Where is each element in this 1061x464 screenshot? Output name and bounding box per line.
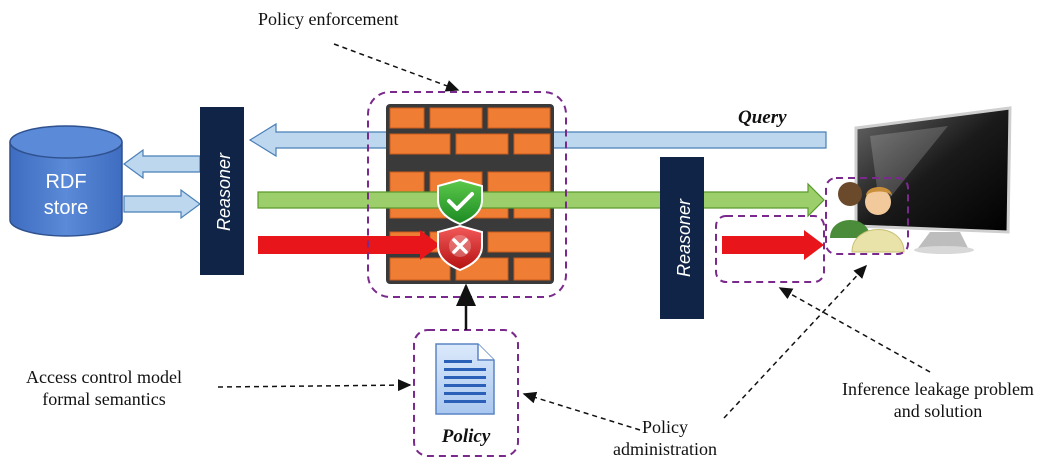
leak-arrow — [722, 230, 824, 260]
reasoner-left: Reasoner — [200, 107, 244, 275]
access-control-pointer — [217, 379, 412, 392]
check-shield-icon — [437, 178, 483, 226]
inference-leakage-box — [715, 215, 825, 283]
users-box — [825, 177, 909, 255]
inference-line-2: and solution — [893, 401, 983, 421]
rdf-reasoner-arrows — [122, 148, 202, 220]
inference-leakage-label: Inference leakage problem and solution — [822, 378, 1054, 422]
access-control-label: Access control model formal semantics — [8, 366, 200, 410]
access-control-line-2: formal semantics — [42, 389, 166, 409]
policy-document-icon — [435, 343, 495, 415]
policy-document-label: Policy — [441, 426, 491, 447]
reasoner-right: Reasoner — [660, 157, 704, 319]
rdf-store: RDF store — [9, 125, 123, 237]
denied-arrow — [258, 230, 440, 260]
users-icon — [830, 182, 905, 253]
rdf-store-label-1: RDF — [45, 171, 86, 193]
policy-admin-to-users-pointer — [723, 264, 868, 419]
query-label: Query — [738, 107, 787, 128]
deny-shield-icon — [437, 224, 483, 272]
rdf-store-label-2: store — [44, 197, 88, 219]
access-control-line-1: Access control model — [26, 367, 182, 387]
inference-line-1: Inference leakage problem — [842, 379, 1034, 399]
reasoner-right-label: Reasoner — [674, 198, 694, 277]
policy-admin-pointer — [522, 391, 641, 431]
policy-admin-line-1: Policy — [641, 417, 688, 437]
policy-administration-label: Policy administration — [600, 416, 730, 460]
inference-leakage-pointer — [778, 287, 931, 373]
policy-enforcement-pointer — [333, 43, 460, 92]
reasoner-left-label: Reasoner — [214, 152, 234, 231]
policy-enforcement-label: Policy enforcement — [258, 9, 399, 29]
policy-admin-line-2: administration — [613, 439, 717, 459]
